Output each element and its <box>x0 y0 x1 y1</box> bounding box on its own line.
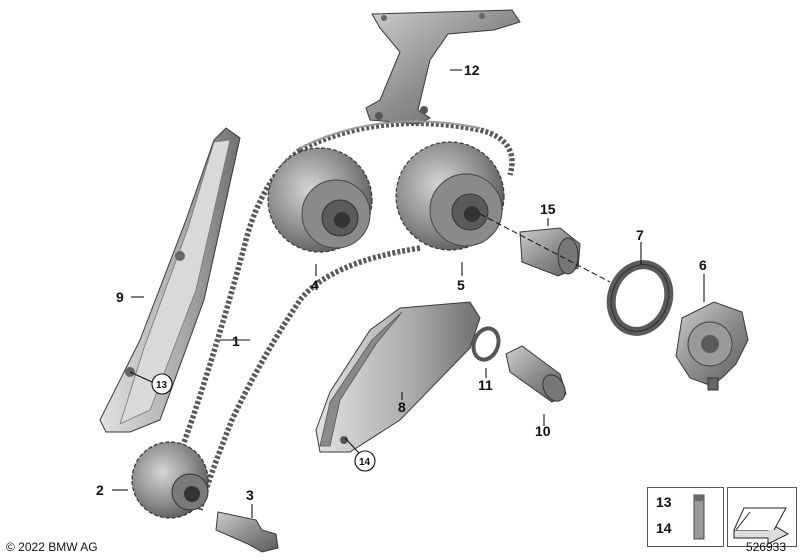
callout-4: 4 <box>311 277 319 293</box>
tensioner-rail-part-9 <box>99 127 241 433</box>
callout-13: 13 <box>156 380 168 391</box>
legend: 13 14 <box>647 487 797 547</box>
callout-10: 10 <box>535 423 551 439</box>
legend-orientation-cell <box>727 487 797 547</box>
callout-15: 15 <box>540 201 556 217</box>
callout-13-circle <box>151 373 173 395</box>
callout-11: 11 <box>478 377 493 393</box>
central-valve-part-15 <box>479 213 611 283</box>
leader-lines <box>112 69 705 518</box>
callout-1: 1 <box>232 333 240 349</box>
timing-chain-part-1 <box>165 120 515 511</box>
callout-9: 9 <box>116 289 124 305</box>
callout-8: 8 <box>398 399 406 415</box>
callout-7: 7 <box>636 227 644 243</box>
copyright-text: © 2022 BMW AG <box>6 540 98 554</box>
camshaft-sprocket-part-4 <box>267 147 373 253</box>
callout-14: 14 <box>359 457 371 468</box>
crankshaft-sprocket-part-2 <box>131 441 209 519</box>
diagram-reference-number: 526933 <box>745 540 786 554</box>
seal-ring-part-7 <box>606 260 674 336</box>
callout-6: 6 <box>699 257 707 273</box>
camshaft-sprocket-part-5 <box>395 141 505 251</box>
stud-icon <box>693 494 705 540</box>
guide-rail-part-8 <box>315 301 481 453</box>
o-ring-part-11 <box>471 326 501 362</box>
callout-12: 12 <box>464 62 480 78</box>
legend-label-14: 14 <box>656 520 672 536</box>
chain-tensioner-part-10 <box>505 345 567 403</box>
callout-5: 5 <box>457 277 465 293</box>
orientation-arrow-icon <box>733 507 790 545</box>
legend-label-13: 13 <box>656 494 672 510</box>
callout-14-circle <box>354 450 376 472</box>
solenoid-part-6 <box>675 301 749 391</box>
callout-2: 2 <box>96 482 104 498</box>
legend-fastener-cell: 13 14 <box>647 487 724 547</box>
bracket-part-12 <box>365 9 521 125</box>
callout-3: 3 <box>246 487 254 503</box>
bolt-part-3 <box>215 511 279 553</box>
